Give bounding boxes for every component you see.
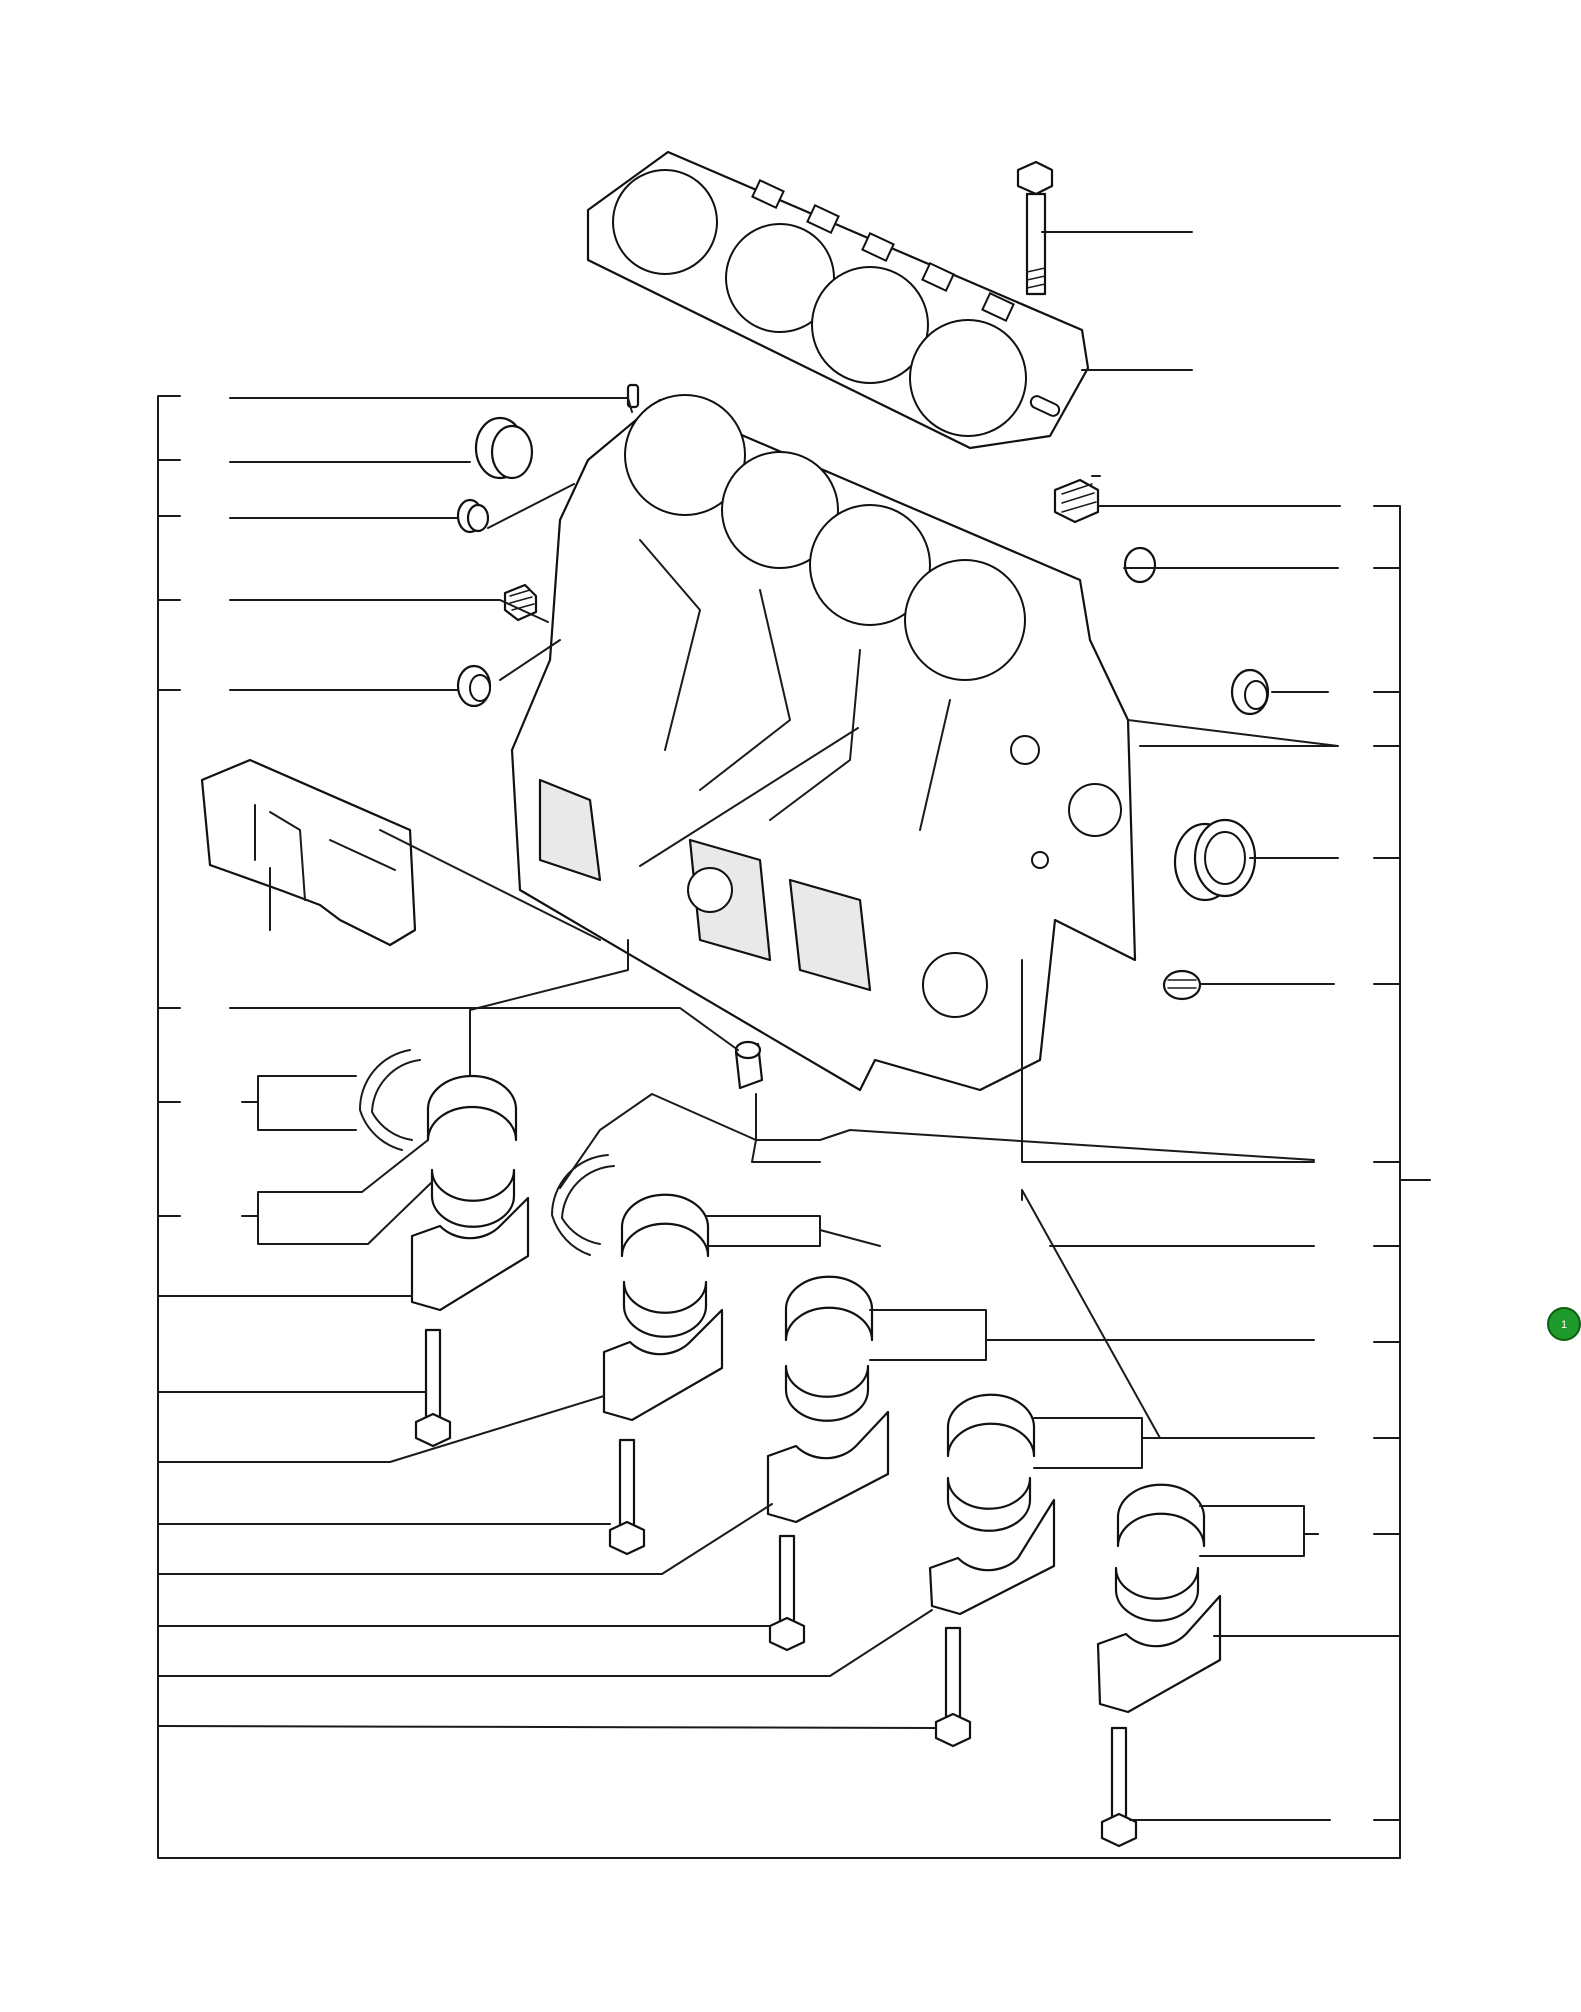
- left-callout-frame: [157, 395, 1401, 1859]
- bearing-cap-3: [766, 1410, 890, 1524]
- expansion-plug-large: [474, 416, 534, 480]
- bearing-cap-4: [928, 1498, 1056, 1616]
- camshaft-bushing: [1173, 818, 1257, 902]
- dowel-pin: [626, 383, 640, 409]
- cap-bolt-5: [1100, 1726, 1138, 1848]
- threaded-plug-right: [1162, 969, 1202, 1001]
- seal-ring-right: [1230, 668, 1270, 716]
- right-callout-frame: [559, 231, 1431, 1859]
- cap-bolt-3: [768, 1534, 806, 1652]
- thrust-washer-1: [358, 1049, 421, 1151]
- engine-block: [510, 394, 1137, 1092]
- bearing-shell-set-4: [946, 1393, 1036, 1532]
- oil-filter-base: [200, 758, 417, 947]
- hotspot-marker-label: 1: [1561, 1319, 1567, 1331]
- bearing-cap-5: [1096, 1594, 1222, 1714]
- cap-bolt-2: [608, 1438, 646, 1556]
- bearing-shell-set-1: [426, 1074, 518, 1228]
- bearing-shell-set-5: [1114, 1483, 1206, 1622]
- drain-plug: [734, 1040, 764, 1090]
- expansion-plug-small: [456, 498, 490, 534]
- head-gasket: [586, 150, 1090, 450]
- bearing-cap-1: [410, 1196, 530, 1312]
- hotspot-marker[interactable]: 1: [1547, 1307, 1581, 1341]
- cap-bolt-1: [414, 1328, 452, 1448]
- head-bolt: [1016, 160, 1054, 296]
- seal-ring-left: [456, 664, 492, 708]
- cap-bolt-4: [934, 1626, 972, 1748]
- bearing-shell-set-2: [620, 1193, 710, 1338]
- bearing-shell-set-3: [784, 1275, 874, 1422]
- threaded-plug-left: [503, 583, 538, 622]
- thrust-washer-2: [550, 1154, 615, 1256]
- expansion-plug-right: [1123, 546, 1157, 584]
- bearing-cap-2: [602, 1308, 724, 1422]
- threaded-plug-top-right: [1053, 478, 1100, 524]
